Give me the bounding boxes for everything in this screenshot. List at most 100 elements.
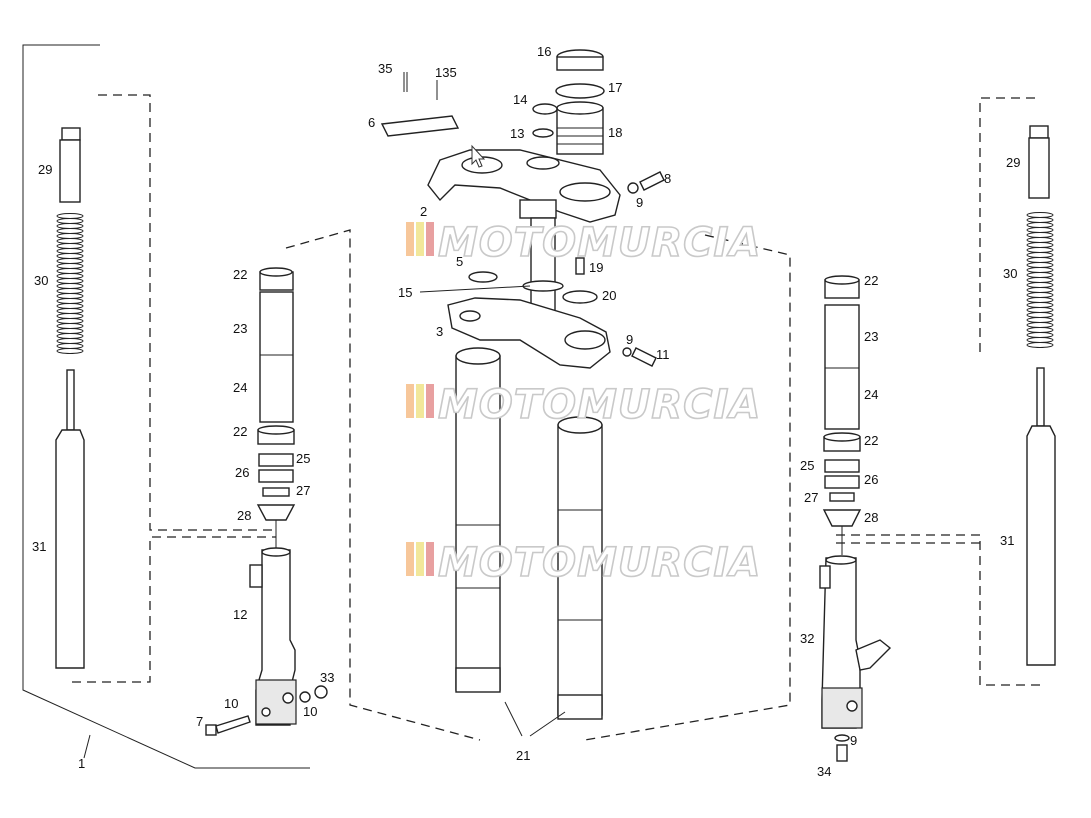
label-10: 10 xyxy=(303,704,317,719)
top-parts xyxy=(380,49,605,155)
spring-coil xyxy=(56,263,84,269)
spring-coil xyxy=(1026,297,1054,303)
label-24: 24 xyxy=(864,387,878,402)
label-12: 12 xyxy=(233,607,247,622)
spring-coil xyxy=(56,303,84,309)
label-32: 32 xyxy=(800,631,814,646)
spring-coil xyxy=(56,323,84,329)
label-28: 28 xyxy=(237,508,251,523)
label-33: 33 xyxy=(320,670,334,685)
label-22: 22 xyxy=(233,267,247,282)
label-26: 26 xyxy=(864,472,878,487)
spring-coil xyxy=(56,248,84,254)
label-21: 21 xyxy=(516,748,530,763)
spring-coil xyxy=(1026,307,1054,313)
label-22: 22 xyxy=(864,273,878,288)
label-31: 31 xyxy=(32,539,46,554)
spring-coil xyxy=(1026,282,1054,288)
spring-coil xyxy=(1026,277,1054,283)
label-27: 27 xyxy=(296,483,310,498)
spring-coil xyxy=(56,293,84,299)
label-9: 9 xyxy=(626,332,633,347)
watermark-2: MOTOMURCIA xyxy=(406,381,761,429)
label-7: 7 xyxy=(196,714,203,729)
spring-coil xyxy=(56,333,84,339)
spring-coil xyxy=(56,268,84,274)
watermark-text: MOTOMURCIA xyxy=(438,220,761,266)
spring-coil xyxy=(56,213,84,219)
spring-coil xyxy=(1026,222,1054,228)
label-9: 9 xyxy=(850,733,857,748)
spring-coil xyxy=(56,278,84,284)
left-damper-cartridge xyxy=(55,369,85,669)
label-10: 10 xyxy=(224,696,238,711)
left-top-cap xyxy=(59,127,81,203)
lower-triple-clamp xyxy=(447,297,657,369)
spring-coil xyxy=(1026,292,1054,298)
spring-coil xyxy=(1026,337,1054,343)
label-9: 9 xyxy=(636,195,643,210)
spring-coil xyxy=(56,233,84,239)
fork-leg-left xyxy=(455,347,501,693)
spring-coil xyxy=(56,223,84,229)
spring-coil xyxy=(56,283,84,289)
label-13: 13 xyxy=(510,126,524,141)
label-5: 5 xyxy=(456,254,463,269)
upper-triple-clamp xyxy=(427,149,665,223)
label-14: 14 xyxy=(513,92,527,107)
label-22: 22 xyxy=(233,424,247,439)
right-top-cap xyxy=(1028,125,1050,199)
label-6: 6 xyxy=(368,115,375,130)
spring-coil xyxy=(1026,247,1054,253)
label-28: 28 xyxy=(864,510,878,525)
spring-coil xyxy=(56,218,84,224)
spring-coil xyxy=(1026,217,1054,223)
spring-coil xyxy=(56,298,84,304)
watermark-1: MOTOMURCIA xyxy=(406,219,761,267)
assembly-bracket xyxy=(22,44,310,769)
part-labels: 1 2 3 5 6 7 8 9 9 9 10 10 11 12 13 14 15… xyxy=(32,44,1020,779)
left-spring xyxy=(56,213,84,354)
spring-coil xyxy=(1026,232,1054,238)
spring-coil xyxy=(1026,312,1054,318)
label-25: 25 xyxy=(800,458,814,473)
spring-coil xyxy=(56,288,84,294)
label-23: 23 xyxy=(864,329,878,344)
spring-coil xyxy=(56,253,84,259)
label-22: 22 xyxy=(864,433,878,448)
spring-coil xyxy=(56,243,84,249)
label-23: 23 xyxy=(233,321,247,336)
spring-coil xyxy=(1026,257,1054,263)
right-fork-tube-group xyxy=(819,275,892,762)
spring-coil xyxy=(56,238,84,244)
spring-coil xyxy=(1026,317,1054,323)
left-fork-tube-group xyxy=(249,267,297,726)
label-3: 3 xyxy=(436,324,443,339)
spring-coil xyxy=(1026,302,1054,308)
dashed-guides xyxy=(72,94,1040,741)
spring-coil xyxy=(56,313,84,319)
spring-coil xyxy=(1026,342,1054,348)
label-29: 29 xyxy=(1006,155,1020,170)
steering-stem xyxy=(419,217,598,314)
spring-coil xyxy=(1026,227,1054,233)
label-17: 17 xyxy=(608,80,622,95)
spring-coil xyxy=(1026,212,1054,218)
spring-coil xyxy=(1026,252,1054,258)
spring-coil xyxy=(1026,262,1054,268)
watermark-text: MOTOMURCIA xyxy=(438,540,761,586)
spring-coil xyxy=(1026,242,1054,248)
label-31: 31 xyxy=(1000,533,1014,548)
spring-coil xyxy=(1026,272,1054,278)
label-8: 8 xyxy=(664,171,671,186)
watermark-text: MOTOMURCIA xyxy=(438,382,761,428)
label-16: 16 xyxy=(537,44,551,59)
label-11: 11 xyxy=(656,347,670,362)
label-30: 30 xyxy=(1003,266,1017,281)
right-damper-cartridge xyxy=(1026,367,1056,666)
spring-coil xyxy=(1026,287,1054,293)
label-27: 27 xyxy=(804,490,818,505)
spring-coil xyxy=(56,258,84,264)
spring-coil xyxy=(56,318,84,324)
